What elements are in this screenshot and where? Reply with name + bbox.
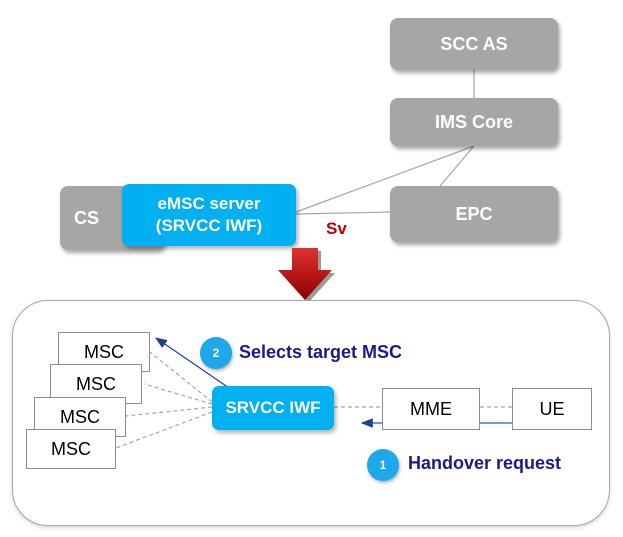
msc-label: MSC xyxy=(76,373,116,394)
ims-core-node: IMS Core xyxy=(390,98,558,146)
epc-node: EPC xyxy=(390,186,558,242)
ue-label: UE xyxy=(539,398,565,419)
scc-as-label: SCC AS xyxy=(440,33,508,54)
msc-label: MSC xyxy=(60,406,100,427)
epc-label: EPC xyxy=(455,203,493,224)
mme-label: MME xyxy=(410,398,452,419)
emsc-label-line2: (SRVCC IWF) xyxy=(155,216,263,235)
ue-node: UE xyxy=(512,388,592,430)
iwf-msc4-link xyxy=(115,411,213,449)
step-1-number: 1 xyxy=(379,458,387,472)
emsc-server-node: eMSC server (SRVCC IWF) xyxy=(122,184,296,246)
scc-as-node: SCC AS xyxy=(390,18,558,70)
step-2-badge: 2 xyxy=(200,337,232,369)
ims-core-label: IMS Core xyxy=(434,111,513,132)
step-1-badge: 1 xyxy=(367,449,399,481)
iwf-msc1-link xyxy=(149,351,213,403)
iwf-msc2-link xyxy=(143,383,213,405)
msc-label: MSC xyxy=(51,438,91,459)
step-2-number: 2 xyxy=(212,346,220,360)
cs-label: CS xyxy=(74,207,100,228)
sv-interface-label: Sv xyxy=(326,219,347,238)
srvcc-iwf-node: SRVCC IWF xyxy=(212,386,334,430)
ims-epc-link xyxy=(439,145,475,187)
msc-label: MSC xyxy=(84,341,124,362)
iwf-msc3-link xyxy=(125,406,213,417)
ims-emsc-link xyxy=(295,145,475,213)
emsc-epc-link xyxy=(295,211,391,215)
step-2-label: Selects target MSC xyxy=(239,342,403,362)
emsc-label-line1: eMSC server xyxy=(157,194,261,213)
down-arrow-icon xyxy=(278,248,335,303)
mme-node: MME xyxy=(382,388,480,430)
step-1-label: Handover request xyxy=(408,453,562,473)
srvcc-iwf-label: SRVCC IWF xyxy=(225,398,321,417)
msc-box-4: MSC xyxy=(26,429,116,469)
select-msc-arrow xyxy=(155,337,233,391)
